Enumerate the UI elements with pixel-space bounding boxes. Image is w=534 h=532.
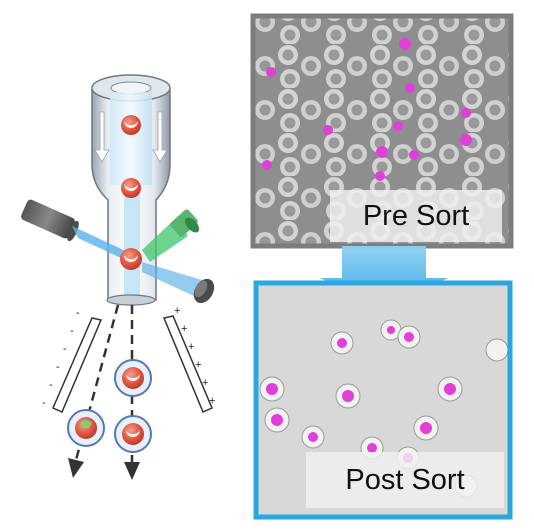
down-arrow-icon [124,462,140,480]
left-droplet-trajectory [74,304,120,461]
charge-sign: - [70,325,74,337]
flow-arrow-left-icon [94,111,110,163]
charge-sign: + [174,305,180,317]
droplet-cell-icon [67,409,105,447]
charge-sign: + [209,395,215,407]
pre-sort-label: Pre Sort [330,190,502,242]
right-deflection-plate [162,315,213,413]
left-deflection-plate [52,317,103,413]
laser-source-icon [21,199,79,242]
charge-sign: - [76,307,80,319]
charge-sign: + [195,359,201,371]
scatter-beam [142,262,202,298]
charge-sign: + [188,341,194,353]
charge-sign: - [63,343,67,355]
detector-icon [142,209,200,262]
flow-arrow-right-icon [152,111,168,163]
laser-beam [72,226,134,264]
charge-sign: - [42,397,46,409]
charge-sign: + [202,377,208,389]
scatter-detector-icon [193,278,215,304]
post-sort-label: Post Sort [306,452,504,508]
droplet-cell-icon [114,359,152,397]
droplet-cell-icon [114,415,152,453]
charge-sign: - [49,379,53,391]
cell-in-stream-2 [121,178,141,198]
charge-sign: + [181,323,187,335]
cell-at-interrogation [120,248,142,270]
cell-in-stream-1 [121,115,141,135]
charge-sign: - [56,361,60,373]
down-arrow-icon [68,458,84,478]
sample-stream [124,185,140,300]
